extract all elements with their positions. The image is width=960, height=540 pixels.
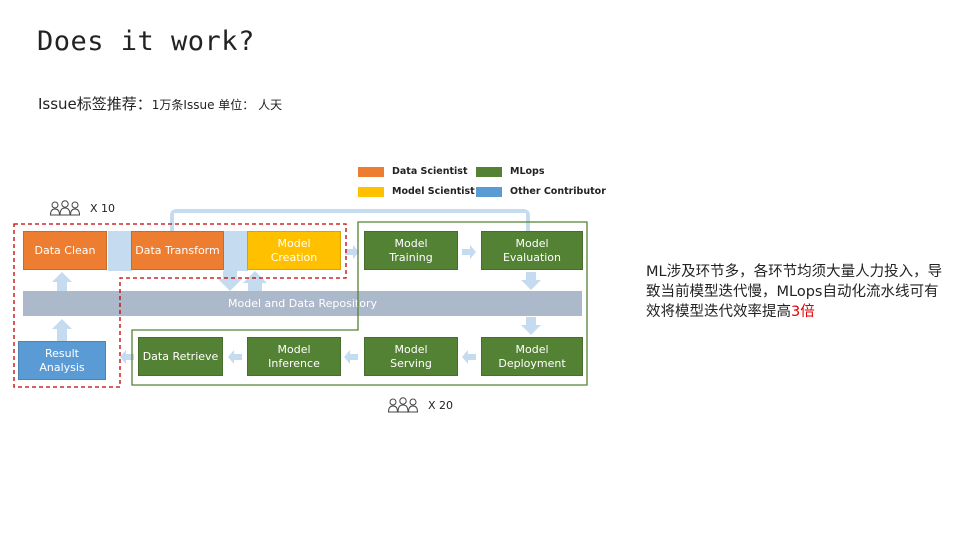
legend-item-other-contributor: Other Contributor xyxy=(476,186,606,197)
arrow-down-icon xyxy=(521,272,541,290)
arrow-down-icon xyxy=(218,271,242,291)
arrow-left-icon xyxy=(344,350,358,364)
arrow-right-icon xyxy=(345,245,359,259)
summary-note: ML涉及环节多，各环节均须大量人力投入，导致当前模型迭代慢，MLops自动化流水… xyxy=(646,262,946,322)
legend-swatch-green xyxy=(476,166,502,177)
subtitle: Issue标签推荐：1万条Issue 单位： 人天 xyxy=(38,93,282,114)
people-count-bottom-label: X 20 xyxy=(428,398,454,412)
arrow-up-icon xyxy=(243,271,267,291)
legend-item-mlops: MLops xyxy=(476,166,545,177)
step-model-training: Model Training xyxy=(364,231,458,270)
summary-note-highlight: 3倍 xyxy=(791,304,815,320)
connector-band xyxy=(224,231,248,271)
people-count-top-label: X 10 xyxy=(90,201,116,215)
summary-note-text: ML涉及环节多，各环节均须大量人力投入，导致当前模型迭代慢，MLops自动化流水… xyxy=(646,264,943,320)
step-model-evaluation: Model Evaluation xyxy=(481,231,583,270)
step-model-serving: Model Serving xyxy=(364,337,458,376)
arrow-left-icon xyxy=(228,350,242,364)
step-result-analysis: Result Analysis xyxy=(18,341,106,380)
page-title: Does it work? xyxy=(37,26,255,57)
step-data-clean: Data Clean xyxy=(23,231,107,270)
step-model-deployment: Model Deployment xyxy=(481,337,583,376)
legend-swatch-yellow xyxy=(358,186,384,197)
legend-swatch-blue xyxy=(476,186,502,197)
arrow-up-icon xyxy=(52,319,72,341)
feedback-loop-line xyxy=(170,209,530,231)
arrow-down-icon xyxy=(521,317,541,335)
arrow-right-icon xyxy=(462,245,476,259)
arrow-left-icon xyxy=(462,350,476,364)
subtitle-label: Issue标签推荐： xyxy=(38,95,152,113)
step-data-transform: Data Transform xyxy=(131,231,224,270)
step-model-inference: Model Inference xyxy=(247,337,341,376)
arrow-left-icon xyxy=(120,350,134,364)
legend-item-data-scientist: Data Scientist xyxy=(358,166,468,177)
step-data-retrieve: Data Retrieve xyxy=(138,337,223,376)
legend-swatch-orange xyxy=(358,166,384,177)
model-data-repository: Model and Data Repository xyxy=(23,291,582,316)
subtitle-detail: 1万条Issue 单位： 人天 xyxy=(151,98,283,112)
legend-item-model-scientist: Model Scientist xyxy=(358,186,475,197)
step-model-creation: Model Creation xyxy=(247,231,341,270)
people-count-bottom: X 20 xyxy=(388,397,453,413)
people-group-icon xyxy=(388,397,418,413)
connector-band xyxy=(108,231,132,271)
people-count-top: X 10 xyxy=(50,200,115,216)
arrow-up-icon xyxy=(52,272,72,291)
people-group-icon xyxy=(50,200,80,216)
